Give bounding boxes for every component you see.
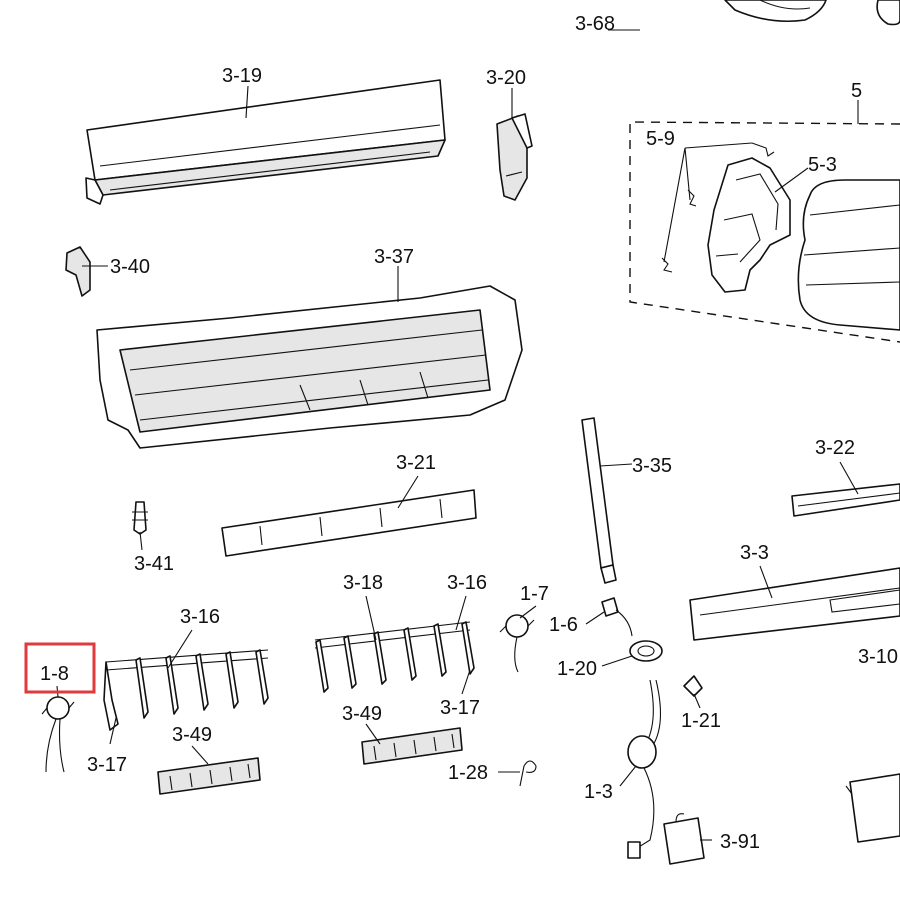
part-3-19-drawing[interactable] <box>85 79 446 205</box>
part-1-6-drawing[interactable] <box>601 597 633 637</box>
label-3-16-left[interactable]: 3-16 <box>180 606 220 628</box>
label-1-21[interactable]: 1-21 <box>681 710 721 732</box>
part-3-49-left-drawing[interactable] <box>157 757 261 795</box>
highlight-box-1-8 <box>24 642 96 694</box>
part-3-91-drawing[interactable] <box>663 813 705 865</box>
label-3-41[interactable]: 3-41 <box>134 553 174 575</box>
label-3-3[interactable]: 3-3 <box>740 542 769 564</box>
label-5-3[interactable]: 5-3 <box>808 154 837 176</box>
part-labels: 3-68 3-19 3-20 5 5-9 5-3 3-40 3-37 3-35 … <box>40 13 898 853</box>
part-5-3-drawing[interactable] <box>707 157 791 293</box>
part-3-41-drawing[interactable] <box>132 501 148 535</box>
label-3-35[interactable]: 3-35 <box>632 455 672 477</box>
label-1-6[interactable]: 1-6 <box>549 614 578 636</box>
part-1-21-drawing[interactable] <box>683 675 703 697</box>
part-3-68-drawing[interactable] <box>724 0 900 26</box>
label-3-22[interactable]: 3-22 <box>815 437 855 459</box>
label-3-49-right[interactable]: 3-49 <box>342 703 382 725</box>
part-3-49-right-drawing[interactable] <box>361 727 463 765</box>
label-3-17-right[interactable]: 3-17 <box>440 697 480 719</box>
part-1-3-drawing[interactable] <box>627 679 661 859</box>
part-3-20-drawing[interactable] <box>496 113 533 201</box>
label-5-9[interactable]: 5-9 <box>646 128 675 150</box>
part-3-16-right-drawing[interactable] <box>314 621 475 693</box>
part-1-20-drawing[interactable] <box>629 640 663 662</box>
assembly-5-box <box>629 121 900 343</box>
part-1-8-drawing[interactable] <box>41 696 75 773</box>
label-1-20[interactable]: 1-20 <box>557 658 597 680</box>
label-3-21[interactable]: 3-21 <box>396 452 436 474</box>
leader-lines <box>56 29 859 841</box>
label-1-3[interactable]: 1-3 <box>584 781 613 803</box>
label-3-18[interactable]: 3-18 <box>343 572 383 594</box>
label-5[interactable]: 5 <box>851 80 862 102</box>
part-1-7-drawing[interactable] <box>499 614 535 673</box>
part-3-21-drawing[interactable] <box>221 489 477 557</box>
part-1-28-drawing[interactable] <box>519 760 537 787</box>
part-3-3-drawing[interactable] <box>689 567 900 641</box>
label-1-8[interactable]: 1-8 <box>40 663 69 685</box>
part-3-35-drawing[interactable] <box>581 417 617 584</box>
label-3-49-left[interactable]: 3-49 <box>172 724 212 746</box>
part-3-37-drawing[interactable] <box>96 285 523 449</box>
label-3-10[interactable]: 3-10 <box>858 646 898 668</box>
label-3-37[interactable]: 3-37 <box>374 246 414 268</box>
part-3-40-drawing[interactable] <box>65 246 91 297</box>
label-3-68[interactable]: 3-68 <box>575 13 615 35</box>
part-3-22-drawing[interactable] <box>791 483 900 517</box>
label-3-19[interactable]: 3-19 <box>222 65 262 87</box>
part-5-9-drawing[interactable] <box>661 142 775 273</box>
label-3-16-right[interactable]: 3-16 <box>447 572 487 594</box>
part-3-10-drawing[interactable] <box>845 773 900 843</box>
part-3-16-left-drawing[interactable] <box>103 649 269 731</box>
label-1-28[interactable]: 1-28 <box>448 762 488 784</box>
label-3-17-left[interactable]: 3-17 <box>87 754 127 776</box>
label-3-40[interactable]: 3-40 <box>110 256 150 278</box>
label-1-7[interactable]: 1-7 <box>520 583 549 605</box>
part-5-drum-drawing[interactable] <box>797 179 900 331</box>
label-3-20[interactable]: 3-20 <box>486 67 526 89</box>
label-3-91[interactable]: 3-91 <box>720 831 760 853</box>
